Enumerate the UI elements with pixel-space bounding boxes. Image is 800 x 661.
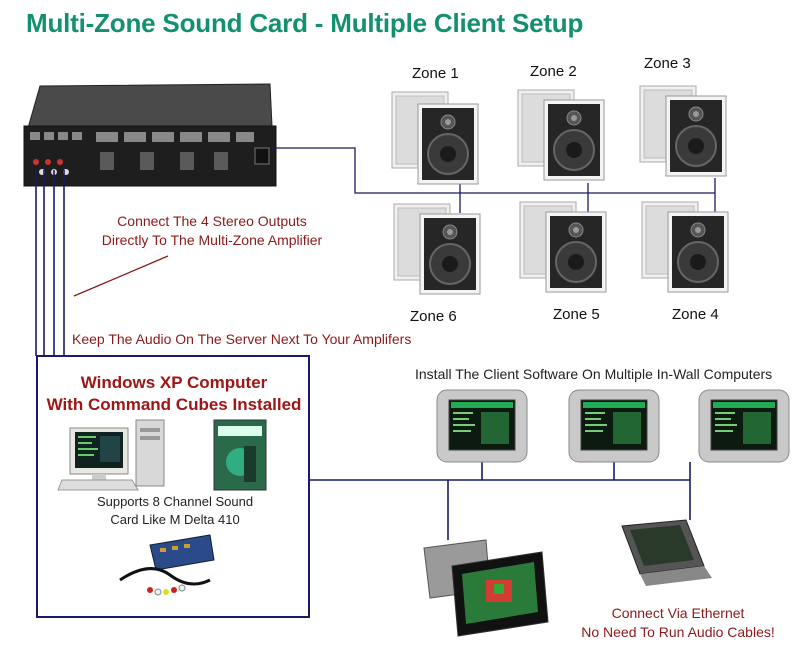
speaker-zone-6: [393, 203, 481, 295]
speaker-zone-3: [639, 85, 727, 177]
connect-outputs-note: Connect The 4 Stereo Outputs Directly To…: [92, 212, 332, 250]
zone-4-label: Zone 4: [672, 306, 719, 323]
in-wall-computer-3: [698, 389, 790, 463]
sound-card-line-2: Card Like M Delta 410: [110, 512, 240, 527]
server-title-line-1: Windows XP Computer: [80, 373, 268, 392]
server-computer-box: [36, 355, 310, 618]
speaker-zone-1: [391, 91, 479, 185]
sound-card-caption: Supports 8 Channel Sound Card Like M Del…: [60, 493, 290, 529]
zone-5-label: Zone 5: [553, 306, 600, 323]
ethernet-line-1: Connect Via Ethernet: [611, 605, 745, 621]
in-wall-computer-2: [568, 389, 660, 463]
xp-computer-icon: [57, 419, 165, 491]
in-wall-flat-panel: [423, 539, 549, 637]
speaker-zone-2: [517, 89, 605, 181]
ethernet-line-2: No Need To Run Audio Cables!: [581, 624, 775, 640]
speaker-wires: [272, 147, 716, 213]
zone-6-label: Zone 6: [410, 308, 457, 325]
connect-outputs-line-1: Connect The 4 Stereo Outputs: [117, 213, 307, 229]
in-wall-computer-1: [436, 389, 528, 463]
speaker-zone-5: [519, 201, 607, 293]
tablet-touchscreen: [621, 519, 712, 586]
zone-2-label: Zone 2: [530, 63, 577, 80]
command-cubes-software-box: [213, 419, 267, 491]
sound-card-icon: [119, 534, 215, 596]
speaker-zone-4: [641, 201, 729, 293]
connect-outputs-line-2: Directly To The Multi-Zone Amplifier: [101, 232, 323, 248]
stereo-output-wires: [35, 170, 65, 356]
zone-1-label: Zone 1: [412, 65, 459, 82]
server-title-line-2: With Command Cubes Installed: [46, 395, 302, 414]
note-pointer-line: [73, 255, 169, 297]
server-title: Windows XP Computer With Command Cubes I…: [44, 372, 304, 416]
ethernet-caption: Connect Via Ethernet No Need To Run Audi…: [558, 604, 798, 642]
sound-card-line-1: Supports 8 Channel Sound: [96, 494, 254, 509]
ethernet-wires: [310, 462, 691, 540]
zone-3-label: Zone 3: [644, 55, 691, 72]
page-title: Multi-Zone Sound Card - Multiple Client …: [26, 8, 584, 38]
multi-zone-amplifier: [23, 83, 277, 187]
install-client-caption: Install The Client Software On Multiple …: [415, 366, 773, 382]
keep-audio-note: Keep The Audio On The Server Next To You…: [72, 331, 412, 347]
